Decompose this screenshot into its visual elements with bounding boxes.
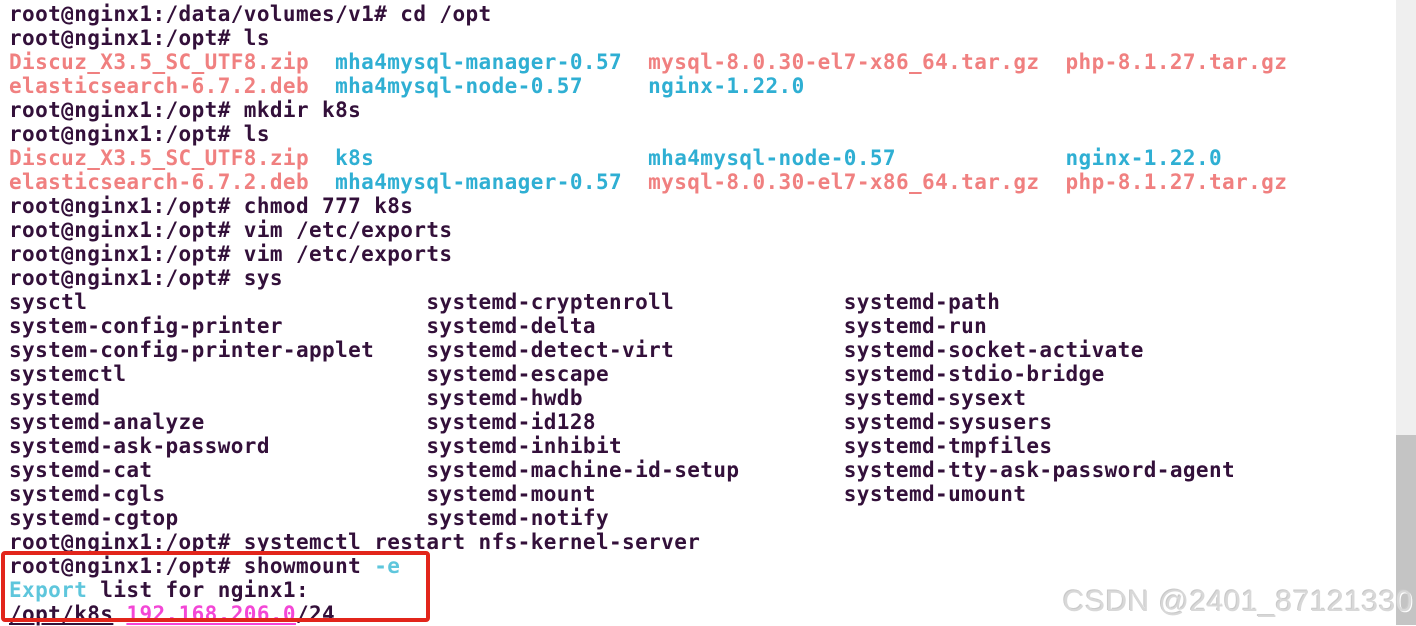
text-segment: php-8.1.27.tar.gz — [1065, 50, 1288, 74]
terminal-line-2: root@nginx1:/opt# ls — [9, 26, 1287, 50]
terminal-line-21: systemd-cgls systemd-mount systemd-umoun… — [9, 482, 1287, 506]
text-segment: systemd-cgls systemd-mount systemd-umoun… — [9, 482, 1027, 506]
text-segment: /opt/k8s — [9, 602, 114, 626]
text-segment: /24 — [295, 602, 336, 626]
terminal-line-25: Export list for nginx1: — [9, 578, 1287, 602]
text-segment: mha4mysql-manager-0.57 — [335, 170, 649, 194]
text-segment: root@nginx1:/opt# systemctl restart nfs-… — [9, 530, 701, 554]
terminal-line-7: Discuz_X3.5_SC_UTF8.zip k8s mha4mysql-no… — [9, 146, 1287, 170]
text-segment: systemctl systemd-escape systemd-stdio-b… — [9, 362, 1105, 386]
text-segment: elasticsearch-6.7.2.deb — [9, 170, 336, 194]
text-segment: systemd-analyze systemd-id128 systemd-sy… — [9, 410, 1053, 434]
terminal-line-13: sysctl systemd-cryptenroll systemd-path — [9, 290, 1287, 314]
text-segment: php-8.1.27.tar.gz — [1065, 170, 1288, 194]
text-segment: root@nginx1:/opt# ls — [9, 122, 270, 146]
text-segment: root@nginx1:/opt# sys — [9, 266, 283, 290]
text-segment: elasticsearch-6.7.2.deb — [9, 74, 336, 98]
text-segment: mha4mysql-manager-0.57 — [335, 50, 649, 74]
text-segment: root@nginx1:/opt# mkdir k8s — [9, 98, 362, 122]
text-segment — [113, 602, 126, 626]
text-segment: mysql-8.0.30-el7-x86_64.tar.gz — [648, 170, 1066, 194]
terminal-line-12: root@nginx1:/opt# sys — [9, 266, 1287, 290]
text-segment: mha4mysql-node-0.57 — [335, 74, 649, 98]
text-segment: list for nginx1: — [87, 578, 309, 602]
text-segment: systemd-ask-password systemd-inhibit sys… — [9, 434, 1053, 458]
text-segment: root@nginx1:/opt# chmod 777 k8s — [9, 194, 414, 218]
text-segment: root@nginx1:/opt# vim /etc/exports — [9, 218, 453, 242]
text-segment: 192.168.206.0 — [126, 602, 296, 626]
text-segment: mysql-8.0.30-el7-x86_64.tar.gz — [648, 50, 1066, 74]
text-segment: root@nginx1:/opt# ls — [9, 26, 270, 50]
terminal-line-24: root@nginx1:/opt# showmount -e — [9, 554, 1287, 578]
terminal-line-18: systemd-analyze systemd-id128 systemd-sy… — [9, 410, 1287, 434]
text-segment: root@nginx1:/data/volumes/v1# cd /opt — [9, 2, 492, 26]
csdn-watermark: CSDN @2401_87121330 — [1062, 585, 1413, 618]
text-segment: system-config-printer-applet systemd-det… — [9, 338, 1144, 362]
text-segment: -e — [374, 554, 401, 578]
terminal-line-1: root@nginx1:/data/volumes/v1# cd /opt — [9, 2, 1287, 26]
terminal-line-20: systemd-cat systemd-machine-id-setup sys… — [9, 458, 1287, 482]
text-segment: Discuz_X3.5_SC_UTF8.zip — [9, 146, 336, 170]
terminal-line-14: system-config-printer systemd-delta syst… — [9, 314, 1287, 338]
text-segment: Export — [9, 578, 88, 602]
terminal-line-26: /opt/k8s 192.168.206.0/24 — [9, 602, 1287, 626]
terminal-line-3: Discuz_X3.5_SC_UTF8.zip mha4mysql-manage… — [9, 50, 1287, 74]
terminal-line-23: root@nginx1:/opt# systemctl restart nfs-… — [9, 530, 1287, 554]
text-segment: system-config-printer systemd-delta syst… — [9, 314, 988, 338]
terminal-line-17: systemd systemd-hwdb systemd-sysext — [9, 386, 1287, 410]
text-segment: root@nginx1:/opt# vim /etc/exports — [9, 242, 453, 266]
terminal-line-22: systemd-cgtop systemd-notify — [9, 506, 1287, 530]
terminal-line-10: root@nginx1:/opt# vim /etc/exports — [9, 218, 1287, 242]
terminal-line-8: elasticsearch-6.7.2.deb mha4mysql-manage… — [9, 170, 1287, 194]
text-segment: systemd systemd-hwdb systemd-sysext — [9, 386, 1027, 410]
terminal-line-16: systemctl systemd-escape systemd-stdio-b… — [9, 362, 1287, 386]
text-segment: sysctl systemd-cryptenroll systemd-path — [9, 290, 1001, 314]
scrollbar-thumb[interactable] — [1396, 435, 1416, 625]
terminal-line-4: elasticsearch-6.7.2.deb mha4mysql-node-0… — [9, 74, 1287, 98]
text-segment: systemd-cgtop systemd-notify — [9, 506, 609, 530]
terminal-line-11: root@nginx1:/opt# vim /etc/exports — [9, 242, 1287, 266]
terminal-line-19: systemd-ask-password systemd-inhibit sys… — [9, 434, 1287, 458]
text-segment: nginx-1.22.0 — [648, 74, 805, 98]
text-segment: root@nginx1:/opt# showmount — [9, 554, 375, 578]
text-segment: nginx-1.22.0 — [1065, 146, 1223, 170]
text-segment: k8s — [335, 146, 649, 170]
text-segment: mha4mysql-node-0.57 — [648, 146, 1066, 170]
text-segment: systemd-cat systemd-machine-id-setup sys… — [9, 458, 1236, 482]
terminal-line-6: root@nginx1:/opt# ls — [9, 122, 1287, 146]
scrollbar-track[interactable] — [1396, 0, 1416, 625]
terminal-line-5: root@nginx1:/opt# mkdir k8s — [9, 98, 1287, 122]
text-segment: Discuz_X3.5_SC_UTF8.zip — [9, 50, 336, 74]
terminal-line-15: system-config-printer-applet systemd-det… — [9, 338, 1287, 362]
terminal-line-9: root@nginx1:/opt# chmod 777 k8s — [9, 194, 1287, 218]
